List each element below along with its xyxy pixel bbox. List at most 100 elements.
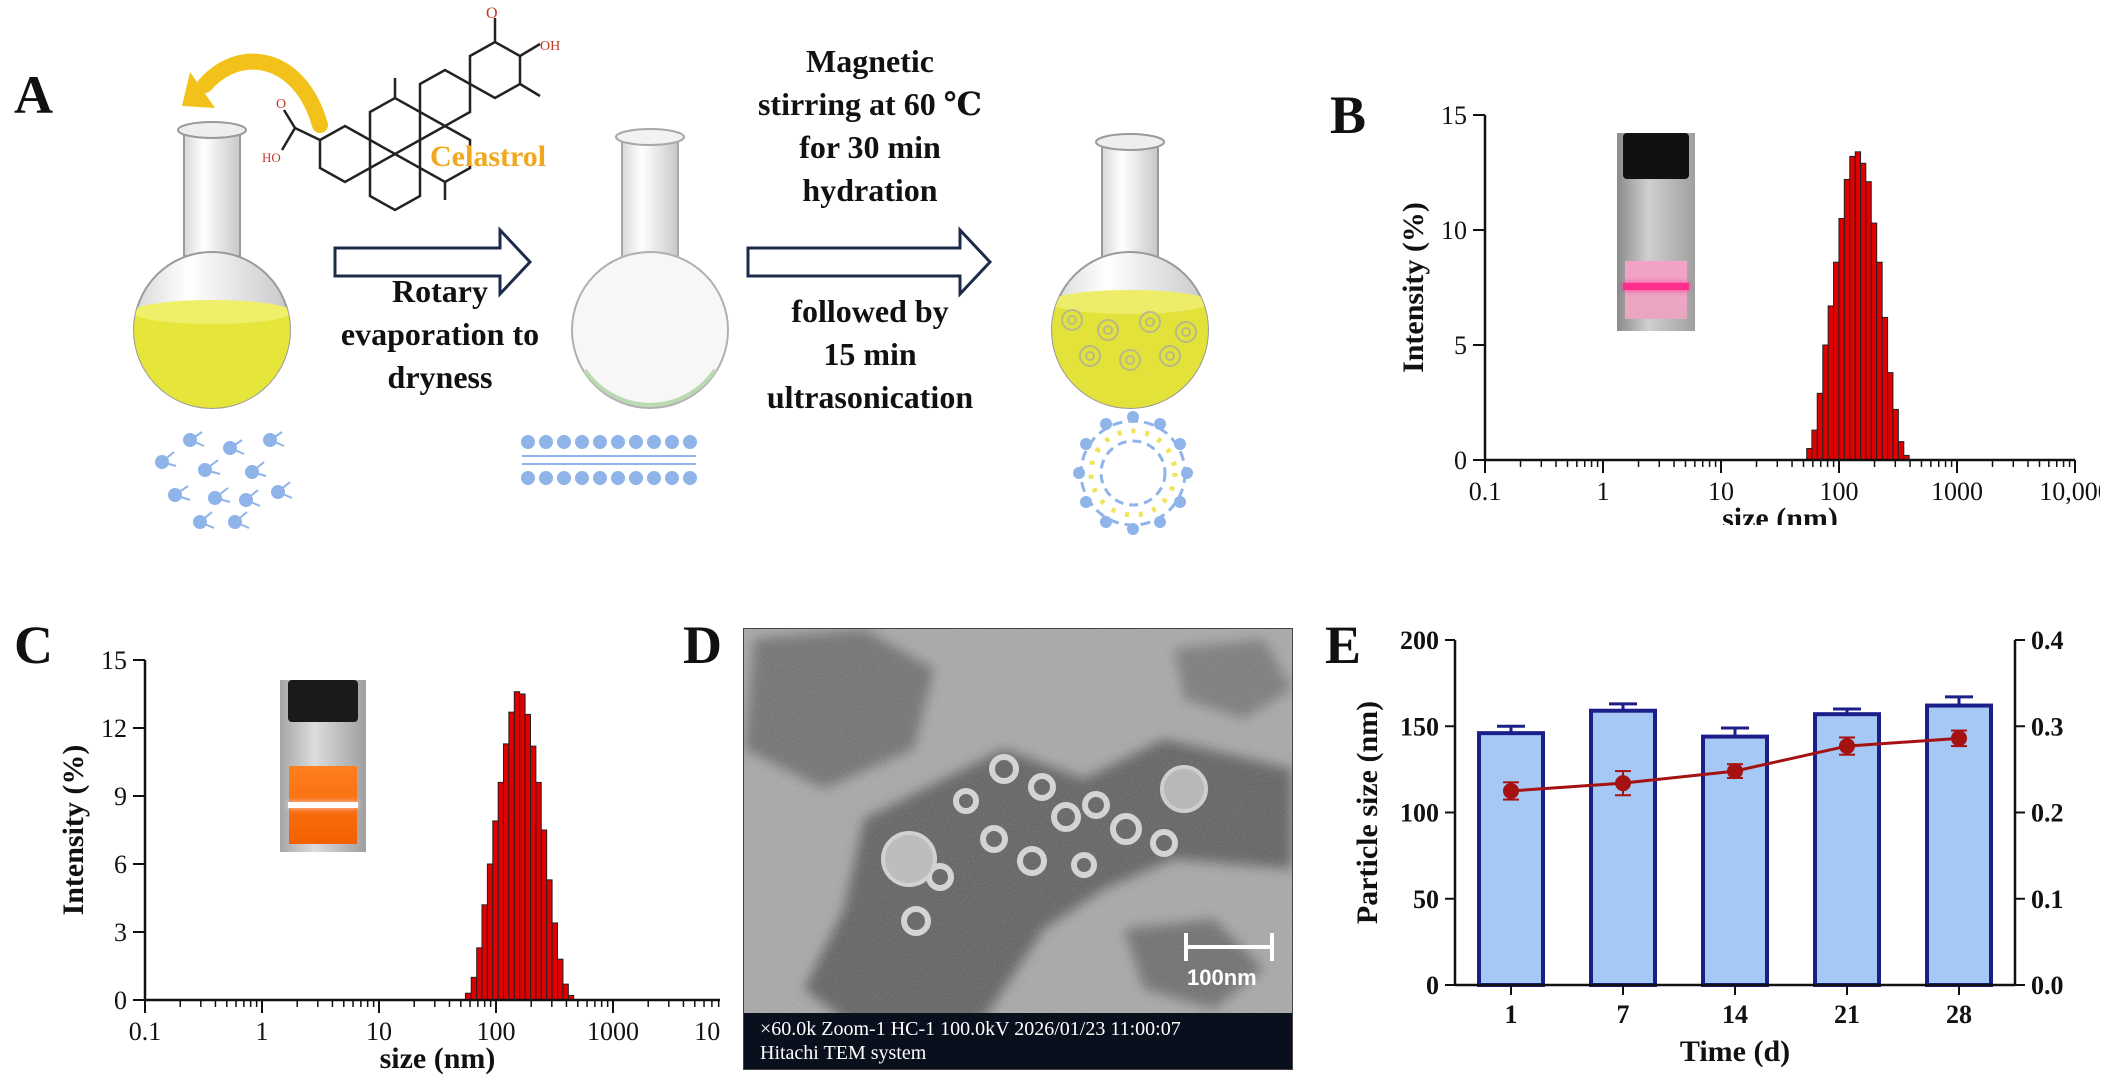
histogram-bar [1838, 218, 1845, 461]
flask-liposome-icon [1051, 133, 1209, 409]
histogram-bar [557, 958, 564, 1001]
histogram-bar [1822, 344, 1829, 461]
histogram-bar [519, 693, 526, 1001]
size-bar [1925, 703, 1993, 988]
lipid-molecules-icon [155, 431, 293, 529]
y-axis-label: Intensity (%) [1397, 202, 1430, 373]
y-tick-label: 150 [1400, 712, 1439, 741]
y-tick-label: 3 [114, 918, 127, 947]
step2-top-line: for 30 min [799, 129, 941, 165]
y-tick-label: 9 [114, 782, 127, 811]
step2-top-line: Magnetic [806, 43, 934, 79]
histogram-bar [1876, 261, 1883, 461]
y2-tick-label: 0.0 [2031, 971, 2064, 1000]
histogram-bar [540, 829, 548, 1001]
vial-cap [1623, 133, 1689, 179]
liposome-preparation-schematic: O OH O HO [133, 5, 1209, 535]
histogram-bar [530, 745, 537, 1001]
x-tick-label: 10,000 [2039, 477, 2100, 506]
step2-bottom-line: ultrasonication [766, 379, 974, 415]
vial-photo-c [280, 680, 366, 852]
histogram-bar [486, 863, 494, 1001]
x-tick-label: 1 [256, 1017, 269, 1046]
y-tick-label: 0 [114, 986, 127, 1015]
size-bar [1477, 731, 1545, 988]
liposome-icon [1073, 411, 1193, 535]
step2-top-text: Magnetic stirring at 60 ℃ for 30 min hyd… [740, 40, 1000, 212]
x-tick-label: 10 [1708, 477, 1734, 506]
histogram-bar [1849, 155, 1856, 461]
vial-photo-b [1617, 133, 1695, 331]
celastrol-structure-icon [280, 18, 541, 212]
step1-line: dryness [387, 359, 493, 395]
y2-tick-label: 0.2 [2031, 799, 2064, 828]
vial-cap [288, 680, 358, 722]
histogram-bar [1865, 181, 1872, 461]
x-tick-label: 10,000 [694, 1017, 720, 1046]
step2-bottom-line: followed by [791, 293, 949, 329]
y2-tick-label: 0.3 [2031, 712, 2064, 741]
x-tick-label: 14 [1722, 1000, 1748, 1029]
x-tick-label: 1 [1505, 1000, 1518, 1029]
pdi-point [1727, 763, 1743, 780]
process-arrow-icon [333, 226, 533, 298]
celastrol-label: Celastrol [430, 140, 547, 173]
histogram-bar [1887, 372, 1894, 461]
histogram-bar [481, 904, 488, 1001]
x-tick-label: 100 [1820, 477, 1859, 506]
svg-text:OH: OH [540, 39, 560, 54]
x-axis-label: size (nm) [380, 1042, 496, 1075]
histogram-bar [1827, 305, 1835, 461]
y-tick-label: 15 [101, 646, 127, 675]
lipid-bilayer-icon [521, 435, 697, 485]
y-tick-label: 100 [1400, 799, 1439, 828]
y2-tick-label: 0.1 [2031, 885, 2064, 914]
y-tick-label: 0 [1426, 971, 1439, 1000]
panel-label-c: C [14, 615, 53, 675]
process-arrow-icon [746, 226, 993, 298]
x-tick-label: 1000 [1931, 477, 1983, 506]
histogram-bar [492, 820, 499, 1001]
vial-liquid [1625, 261, 1687, 319]
histogram-bar [497, 781, 504, 1001]
step1-line: evaporation to [340, 316, 540, 352]
histogram-bar [502, 743, 510, 1001]
y-tick-label: 12 [101, 714, 127, 743]
tem-caption-line: Hitachi TEM system [760, 1042, 927, 1064]
histogram-bar [476, 947, 483, 1001]
curved-arrow-icon [197, 53, 328, 133]
histogram-bar [1811, 429, 1818, 461]
pdi-point [1615, 775, 1631, 792]
step2-bottom-text: followed by 15 min ultrasonication [740, 290, 1000, 419]
x-tick-label: 0.1 [1469, 477, 1502, 506]
pdi-point [1839, 738, 1855, 755]
step2-top-line: stirring at 60 ℃ [757, 86, 983, 122]
flask-dry-film-icon [571, 128, 729, 409]
svg-text:O: O [276, 97, 286, 112]
histogram-bar [1806, 448, 1813, 461]
panel-label-e: E [1325, 615, 1362, 675]
tem-micrograph [744, 629, 1292, 1069]
x-tick-label: 10 [366, 1017, 392, 1046]
histogram-bar [1892, 408, 1899, 461]
x-tick-label: 1 [1597, 477, 1610, 506]
laser-beam [1623, 283, 1689, 290]
histogram-bar [1843, 178, 1851, 461]
x-tick-label: 100 [477, 1017, 516, 1046]
step1-text: Rotary evaporation to dryness [335, 270, 545, 399]
tem-caption: ×60.0k Zoom-1 HC-1 100.0kV 2026/01/23 11… [760, 1017, 1181, 1065]
panel-label-d: D [683, 615, 722, 675]
y-tick-label: 15 [1441, 101, 1467, 130]
histogram-bar [470, 976, 478, 1001]
x-tick-label: 28 [1946, 1000, 1972, 1029]
y-tick-label: 10 [1441, 216, 1467, 245]
histogram-bar [508, 711, 515, 1001]
x-tick-label: 1000 [587, 1017, 639, 1046]
tem-image: 100nm ×60.0k Zoom-1 HC-1 100.0kV 2026/01… [743, 628, 1293, 1070]
y-tick-label: 6 [114, 850, 127, 879]
y2-tick-label: 0.4 [2031, 630, 2064, 655]
pdi-point [1503, 782, 1519, 799]
y-tick-label: 50 [1413, 885, 1439, 914]
